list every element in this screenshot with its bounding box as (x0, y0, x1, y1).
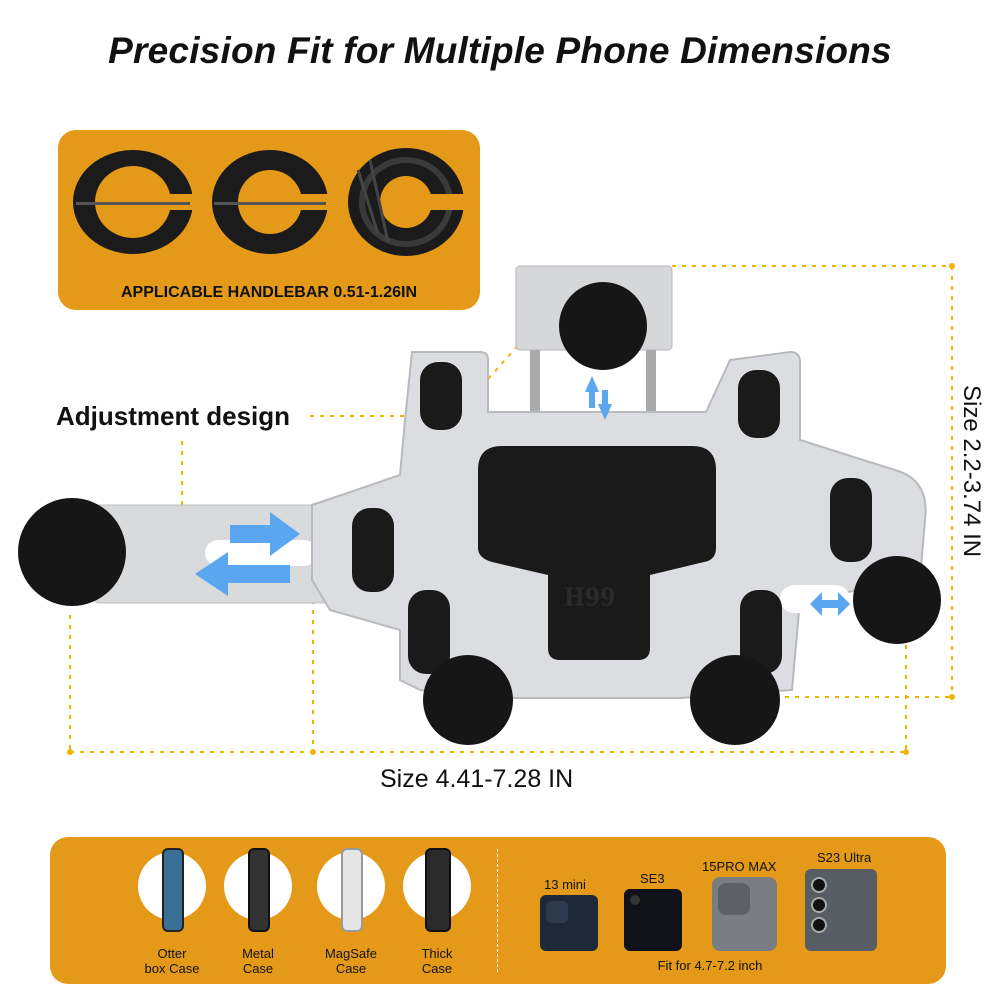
rubber-knobs (18, 282, 941, 745)
page-title: Precision Fit for Multiple Phone Dimensi… (108, 30, 892, 71)
left-arm (91, 504, 333, 604)
adjustment-label: Adjustment design (56, 401, 291, 431)
rubber-pads (352, 362, 872, 674)
width-dimension-label: Size 4.41-7.28 IN (380, 765, 574, 793)
case-label-1b: box Case (144, 961, 200, 976)
phone-13mini-image (540, 895, 598, 951)
dimension-guides (69, 265, 953, 753)
mount-logo: H99 (564, 583, 616, 613)
case-label-3b: Case (335, 961, 367, 976)
phone-s23ultra-image (805, 869, 877, 951)
handlebar-rings (73, 148, 466, 256)
handlebar-caption: APPLICABLE HANDLEBAR 0.51-1.26IN (120, 284, 418, 301)
case-otterbox: Otter box Case (127, 848, 217, 976)
case-label-3a: MagSafe (324, 946, 378, 961)
case-magsafe: MagSafe Case (306, 848, 396, 976)
compatibility-panel: Otter box Case Metal Case MagSafe Case T… (50, 837, 946, 984)
magsafe-case-icon (317, 848, 385, 932)
phone-label-s23ultra: S23 Ultra (817, 850, 872, 865)
metal-case-icon (224, 848, 292, 932)
phone-label-15promax: 15PRO MAX (702, 859, 777, 874)
case-metal: Metal Case (213, 848, 303, 976)
adjust-arrows (195, 376, 850, 616)
otterbox-case-icon (138, 848, 206, 932)
case-label-4a: Thick (421, 946, 453, 961)
case-label-1a: Otter (157, 946, 187, 961)
case-thick: Thick Case (392, 848, 482, 976)
thick-case-icon (403, 848, 471, 932)
rubber-ring-2 (212, 150, 335, 254)
rubber-ring-1 (73, 150, 203, 254)
case-label-4b: Case (421, 961, 453, 976)
handlebar-panel: APPLICABLE HANDLEBAR 0.51-1.26IN (58, 130, 480, 310)
phone-label-13mini: 13 mini (544, 877, 586, 892)
phone-se3-image (624, 889, 682, 951)
phone-15promax-image (712, 877, 777, 951)
phone-label-se3: SE3 (640, 871, 665, 886)
panel-divider (497, 849, 498, 972)
fit-range-label: Fit for 4.7-7.2 inch (657, 958, 763, 973)
mount-plate (311, 350, 927, 699)
height-dimension-label: Size 2.2-3.74 IN (958, 385, 985, 558)
rubber-ring-3 (348, 148, 466, 256)
top-clamp (515, 265, 673, 416)
case-label-2a: Metal (242, 946, 274, 961)
case-label-2b: Case (242, 961, 274, 976)
